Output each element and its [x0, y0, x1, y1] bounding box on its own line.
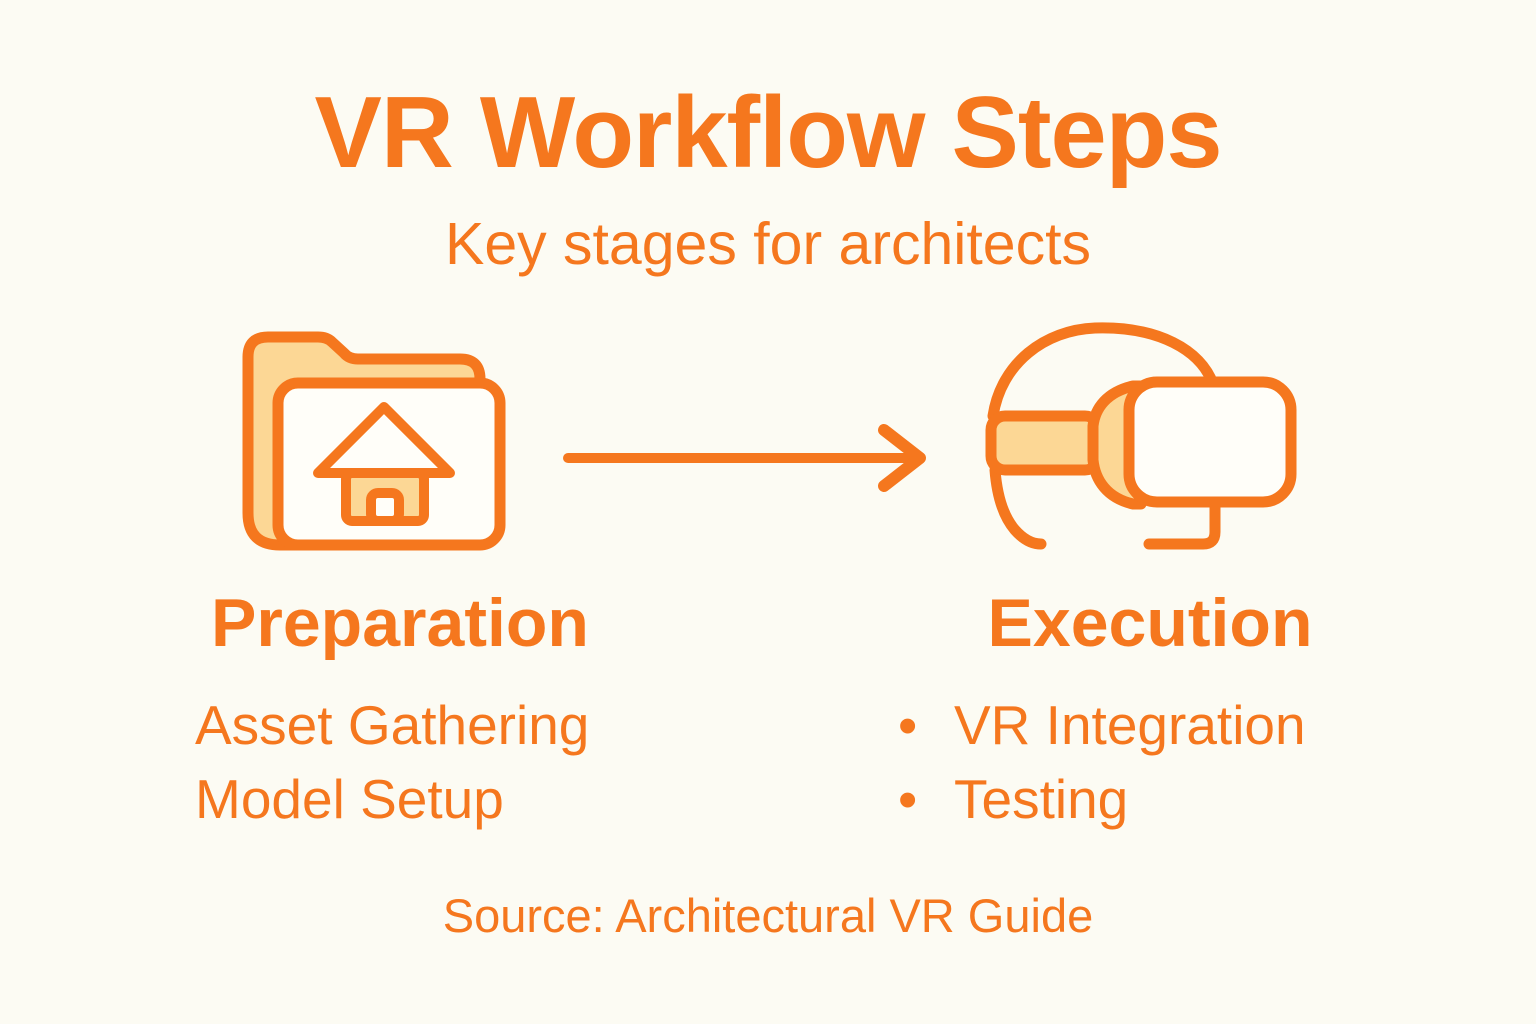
folder-house-icon: [242, 331, 506, 551]
list-item-label: Model Setup: [195, 768, 504, 830]
step-items-preparation: Asset Gathering Model Setup: [195, 688, 589, 836]
arrow-right-icon: [563, 424, 926, 492]
source-caption: Source: Architectural VR Guide: [442, 889, 1094, 942]
list-item-label: Asset Gathering: [195, 694, 590, 756]
page-subtitle: Key stages for architects: [444, 211, 1091, 277]
step-title-execution: Execution: [987, 585, 1313, 661]
bullet-icon: •: [898, 694, 918, 756]
bullet-icon: •: [898, 768, 918, 830]
list-item: • Testing: [898, 762, 1306, 836]
list-item: • VR Integration: [898, 688, 1306, 762]
page-title: VR Workflow Steps: [314, 77, 1222, 189]
list-item-label: Testing: [954, 768, 1129, 830]
step-title-preparation: Preparation: [211, 585, 589, 661]
step-items-execution: • VR Integration • Testing: [898, 688, 1306, 836]
list-item-label: VR Integration: [954, 694, 1306, 756]
vr-headset-icon: [985, 322, 1297, 550]
list-item: Asset Gathering: [195, 688, 589, 762]
list-item: Model Setup: [195, 762, 589, 836]
